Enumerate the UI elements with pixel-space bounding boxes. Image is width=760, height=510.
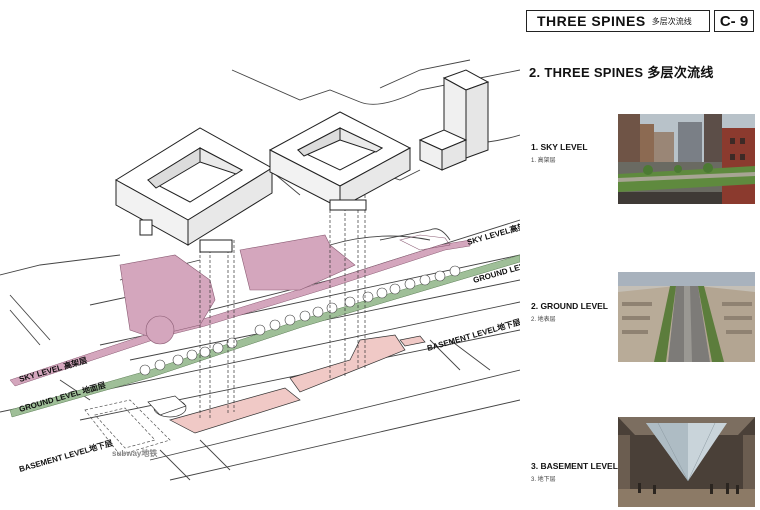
level-sub-basement: 3. 地下层 — [531, 477, 556, 483]
section-title: 2. THREE SPINES 多层次流线 — [529, 65, 714, 80]
ground-level-photo — [618, 272, 755, 362]
basement-level-photo — [618, 417, 755, 507]
three-spines-diagram: SKY LEVEL高架层 GROUND LEVEL地面层 BASEMENT LE… — [0, 59, 520, 481]
level-label-basement: 3. BASEMENT LEVEL — [531, 461, 618, 471]
basement-level-spine — [147, 334, 426, 434]
subway-outline — [84, 399, 171, 456]
ground-level-left-label: GROUND LEVEL 地面层 — [18, 380, 107, 414]
header-subtitle: 多层次流线 — [651, 16, 692, 26]
building-center — [268, 111, 412, 211]
trees — [139, 265, 461, 376]
level-label-ground: 2. GROUND LEVEL — [531, 301, 608, 311]
building-tower — [418, 69, 490, 171]
page-code: C- 9 — [714, 10, 754, 32]
level-label-sky: 1. SKY LEVEL — [531, 142, 588, 152]
level-sub-sky: 1. 高架层 — [531, 158, 556, 164]
building-left — [115, 127, 273, 253]
subway-label: subway地铁 — [112, 448, 157, 458]
level-sub-ground: 2. 地表层 — [531, 317, 556, 323]
sky-level-spine — [9, 234, 471, 387]
header-title: THREE SPINES — [537, 13, 646, 29]
vertical-connectors — [199, 195, 366, 420]
basement-level-right-label: BASEMENT LEVEL地下层 — [426, 317, 520, 353]
basement-level-left-label: BASEMENT LEVEL地下层 — [18, 438, 114, 474]
header-title-box: THREE SPINES 多层次流线 — [526, 10, 710, 32]
sky-level-photo — [618, 114, 755, 204]
sky-level-left-label: SKY LEVEL 高架层 — [18, 355, 88, 384]
